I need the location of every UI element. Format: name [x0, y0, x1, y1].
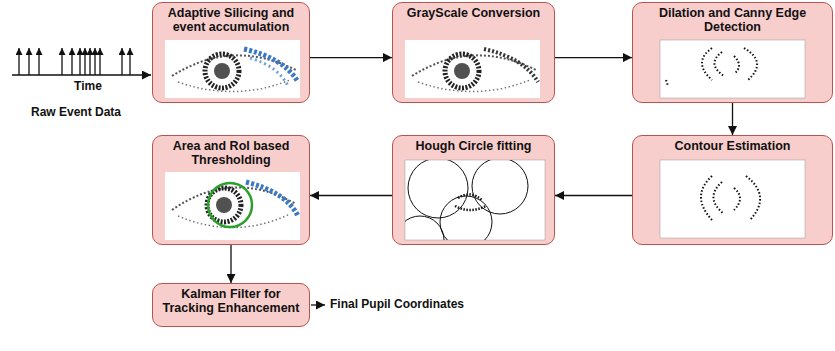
process-box: Hough Circle fitting — [392, 135, 555, 245]
step-title: GrayScale Conversion — [393, 3, 554, 20]
output-arrow — [311, 304, 325, 305]
axis-label: Time — [74, 80, 102, 94]
flow-arrow — [555, 57, 632, 58]
step-title: Hough Circle fitting — [393, 136, 554, 153]
edge-image — [660, 40, 805, 98]
process-box: GrayScale Conversion — [392, 2, 555, 103]
process-box: Dilation and Canny Edge Detection — [632, 2, 833, 103]
gray-eye-image — [405, 40, 540, 98]
process-box: Kalman Filter for Tracking Enhancement — [152, 283, 310, 327]
eye-image — [165, 40, 300, 98]
flow-arrow — [230, 245, 231, 283]
time-axis — [12, 74, 151, 75]
event-spikes — [19, 48, 130, 75]
hough-image — [396, 158, 545, 264]
flow-arrow — [310, 195, 392, 196]
process-box: Contour Estimation — [632, 135, 833, 245]
step-title: Kalman Filter for Tracking Enhancement — [153, 284, 309, 316]
step-title: Contour Estimation — [633, 136, 832, 153]
step-title: Dilation and Canny Edge Detection — [633, 3, 832, 35]
step-title: Area and RoI based Thresholding — [153, 136, 309, 168]
step-title: Adaptive Silicing and event accumulation — [153, 3, 309, 35]
process-box: Area and RoI based Thresholding — [152, 135, 310, 245]
flow-arrow — [732, 103, 733, 135]
contour-image — [660, 160, 805, 238]
result-eye-image — [165, 172, 300, 240]
flow-arrow — [555, 195, 632, 196]
process-box: Adaptive Silicing and event accumulation — [152, 2, 310, 103]
flow-arrow — [310, 57, 392, 58]
input-label: Raw Event Data — [31, 106, 121, 120]
output-label: Final Pupil Coordinates — [330, 298, 464, 312]
